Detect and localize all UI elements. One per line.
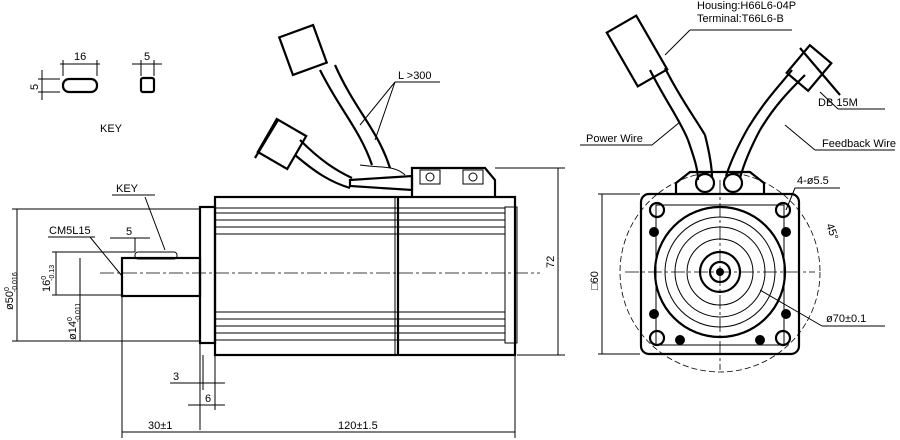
flange-offset-dim: 6 xyxy=(205,393,211,405)
holes-label: 4-ø5.5 xyxy=(797,175,829,187)
key-width: 5 xyxy=(126,226,132,238)
key-detail: 16 5 5 KEY xyxy=(29,51,162,135)
cable-length-label: L >300 xyxy=(398,70,432,82)
shaft-dia-dim: ø140-0.011 xyxy=(67,303,82,340)
key-height-dim: 160-0.13 xyxy=(41,265,56,292)
key-width-dim: 16 xyxy=(74,51,86,63)
height-dim: 72 xyxy=(545,256,557,268)
shaft-length-dim: 30±1 xyxy=(148,420,172,432)
key-height-dim: 5 xyxy=(29,84,41,90)
thread-label: CM5L15 xyxy=(49,225,91,237)
front-view-labels: Housing:H66L6-04P Terminal:T66L6-B DB 15… xyxy=(580,0,896,355)
pcd-label: ø70±0.1 xyxy=(826,313,866,325)
feedback-wire-label: Feedback Wire xyxy=(822,138,896,150)
square-dim: □60 xyxy=(589,271,601,290)
flange-dia-dim: ø500-0.016 xyxy=(4,272,19,310)
terminal-label: Terminal:T66L6-B xyxy=(697,13,784,25)
key-callout: KEY xyxy=(116,183,139,195)
motor-side-view: L >300 xyxy=(100,23,540,357)
power-wire-label: Power Wire xyxy=(586,133,643,145)
key-label: KEY xyxy=(100,123,123,135)
motor-front-view xyxy=(605,14,841,373)
connector-label: DB 15M xyxy=(818,97,858,109)
angle-label: 45° xyxy=(823,222,840,242)
side-view-dimensions: KEY CM5L15 5 ø500-0.016 160-0.13 ø140-0.… xyxy=(4,167,565,438)
key-side-dim: 5 xyxy=(144,51,150,63)
housing-label: Housing:H66L6-04P xyxy=(697,0,796,12)
body-length-dim: 120±1.5 xyxy=(338,420,378,432)
flange-thickness-dim: 3 xyxy=(173,371,179,383)
